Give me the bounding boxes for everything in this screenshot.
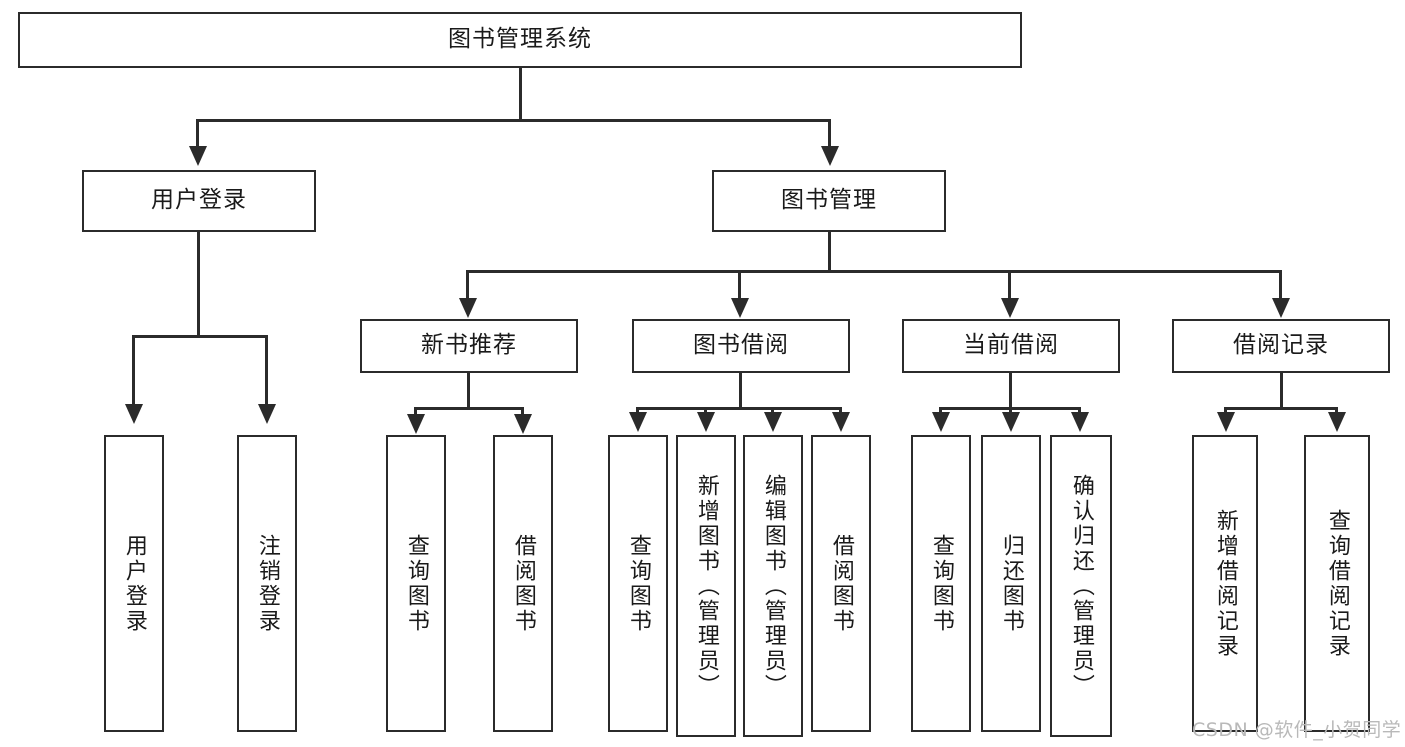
arrow-book-borrow-leaf1 [629,412,647,432]
csdn-watermark: CSDN @软件_小贺同学 [1192,719,1402,741]
leaf-book-borrow-borrow-label: 借阅图书 [828,533,854,634]
edge-book-borrow-bar [636,407,842,410]
node-borrow-records-label: 借阅记录 [1233,332,1329,359]
leaf-user-login-login[interactable]: 用户登录 [104,435,164,732]
arrow-to-current-borrow [1001,298,1019,318]
leaf-borrow-records-add[interactable]: 新增借阅记录 [1192,435,1258,732]
leaf-book-borrow-query-label: 查询图书 [625,533,651,634]
edge-to-borrow-records [1279,270,1282,299]
node-new-book-recommend[interactable]: 新书推荐 [360,319,578,373]
leaf-book-borrow-add-label: 新增图书（管理员） [693,473,719,699]
leaf-current-borrow-confirm[interactable]: 确认归还（管理员） [1050,435,1112,737]
edge-to-book-mgmt [828,119,831,147]
node-user-login[interactable]: 用户登录 [82,170,316,232]
edge-borrow-records-trunk [1280,373,1283,409]
arrow-new-book-leaf1 [407,414,425,434]
edge-level2-bar [196,119,831,122]
edge-book-borrow-trunk [739,373,742,409]
arrow-new-book-leaf2 [514,414,532,434]
leaf-book-borrow-edit-label: 编辑图书（管理员） [760,473,786,699]
leaf-current-borrow-return[interactable]: 归还图书 [981,435,1041,732]
node-book-management-label: 图书管理 [781,187,877,214]
leaf-current-borrow-query-label: 查询图书 [928,533,954,634]
node-root-label: 图书管理系统 [448,26,592,53]
leaf-current-borrow-confirm-label: 确认归还（管理员） [1068,473,1094,699]
node-book-borrow-label: 图书借阅 [693,332,789,359]
edge-user-login-trunk [197,232,200,337]
edge-root-trunk [519,68,522,121]
arrow-borrow-records-leaf2 [1328,412,1346,432]
arrow-current-borrow-leaf1 [932,412,950,432]
node-current-borrow-label: 当前借阅 [963,332,1059,359]
leaf-borrow-records-query[interactable]: 查询借阅记录 [1304,435,1370,732]
edge-to-current-borrow [1008,270,1011,299]
arrow-to-borrow-records [1272,298,1290,318]
node-book-management[interactable]: 图书管理 [712,170,946,232]
leaf-user-login-logout-label: 注销登录 [254,533,280,634]
node-root[interactable]: 图书管理系统 [18,12,1022,68]
leaf-book-borrow-add[interactable]: 新增图书（管理员） [676,435,736,737]
arrow-to-new-book [459,298,477,318]
edge-user-login-bar [132,335,268,338]
arrow-book-borrow-leaf3 [764,412,782,432]
arrow-book-borrow-leaf2 [697,412,715,432]
node-book-borrow[interactable]: 图书借阅 [632,319,850,373]
edge-current-borrow-trunk [1009,373,1012,409]
leaf-borrow-records-query-label: 查询借阅记录 [1324,508,1350,659]
leaf-user-login-login-label: 用户登录 [121,533,147,634]
edge-to-user-login [196,119,199,147]
leaf-current-borrow-query[interactable]: 查询图书 [911,435,971,732]
arrow-to-book-borrow [731,298,749,318]
edge-to-book-borrow [738,270,741,299]
leaf-current-borrow-return-label: 归还图书 [998,533,1024,634]
arrow-to-book-mgmt [821,146,839,166]
leaf-borrow-records-add-label: 新增借阅记录 [1212,508,1238,659]
node-new-book-recommend-label: 新书推荐 [421,332,517,359]
arrow-book-borrow-leaf4 [832,412,850,432]
arrow-user-login-leaf2 [258,404,276,424]
leaf-book-borrow-borrow[interactable]: 借阅图书 [811,435,871,732]
arrow-current-borrow-leaf3 [1071,412,1089,432]
arrow-to-user-login [189,146,207,166]
leaf-new-book-borrow[interactable]: 借阅图书 [493,435,553,732]
node-current-borrow[interactable]: 当前借阅 [902,319,1120,373]
arrow-borrow-records-leaf1 [1217,412,1235,432]
leaf-user-login-logout[interactable]: 注销登录 [237,435,297,732]
node-user-login-label: 用户登录 [151,187,247,214]
node-borrow-records[interactable]: 借阅记录 [1172,319,1390,373]
edge-book-mgmt-trunk [828,232,831,273]
leaf-book-borrow-edit[interactable]: 编辑图书（管理员） [743,435,803,737]
edge-to-new-book [466,270,469,299]
edge-new-book-trunk [467,373,470,409]
leaf-book-borrow-query[interactable]: 查询图书 [608,435,668,732]
edge-user-login-leaf1 [132,335,135,405]
leaf-new-book-query-label: 查询图书 [403,533,429,634]
leaf-new-book-borrow-label: 借阅图书 [510,533,536,634]
edge-borrow-records-bar [1224,407,1338,410]
arrow-current-borrow-leaf2 [1002,412,1020,432]
edge-level3-bar [466,270,1282,273]
arrow-user-login-leaf1 [125,404,143,424]
edge-user-login-leaf2 [265,335,268,405]
leaf-new-book-query[interactable]: 查询图书 [386,435,446,732]
edge-new-book-bar [414,407,524,410]
